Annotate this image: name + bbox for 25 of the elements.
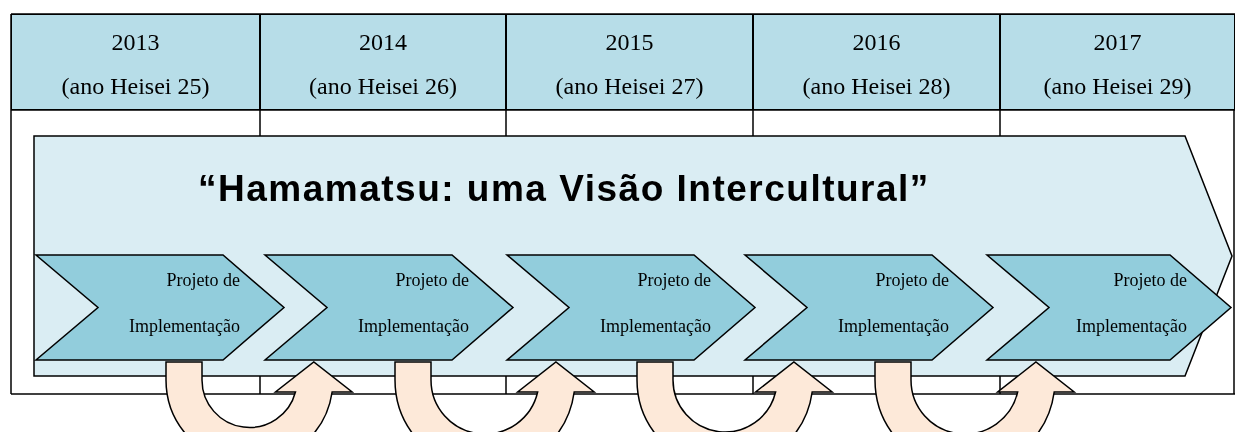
year-label: 2013 [110,29,161,56]
year-header-cell [260,14,506,110]
phase-label: Projeto de Implementação [599,269,711,338]
curved-block-arrow [165,361,353,432]
year-header-cell [1000,14,1235,110]
year-header-cell [753,14,1000,110]
era-label: (ano Heisei 27) [554,73,705,100]
era-label: (ano Heisei 26) [308,73,458,100]
year-label: 2017 [1092,29,1143,56]
curved-block-arrow [394,361,595,432]
phase-label: Projeto de Implementação [357,269,469,338]
year-label: 2015 [604,29,655,56]
year-label: 2014 [358,29,408,56]
year-header-cell [506,14,753,110]
phase-label: Projeto de Implementação [1075,269,1187,338]
band-title: “Hamamatsu: uma Visão Intercultural” [198,168,930,210]
curved-block-arrow [874,361,1075,432]
era-label: (ano Heisei 25) [60,73,211,100]
curved-block-arrow [636,361,833,432]
era-label: (ano Heisei 28) [801,73,952,100]
phase-label: Projeto de Implementação [837,269,949,338]
phase-label: Projeto de Implementação [128,269,240,338]
era-label: (ano Heisei 29) [1042,73,1193,100]
year-label: 2016 [851,29,902,56]
year-header-cell [11,14,260,110]
